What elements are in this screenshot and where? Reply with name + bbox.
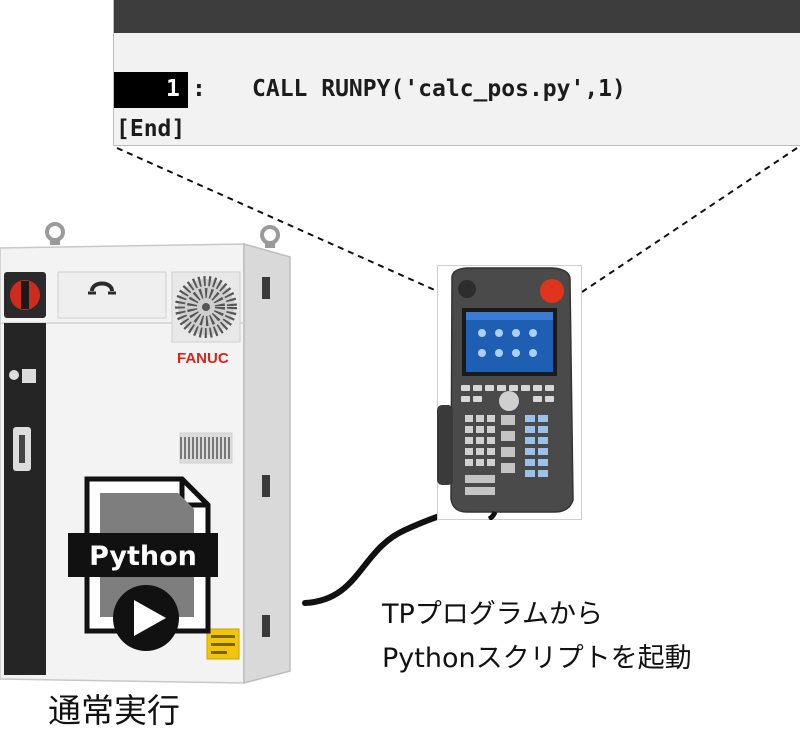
brand-logo: FANUC <box>177 350 229 367</box>
line-cursor <box>114 72 188 108</box>
program-line-number: 1 <box>166 76 180 102</box>
program-line-code: CALL RUNPY('calc_pos.py',1) <box>252 76 626 102</box>
title-bar <box>114 0 800 33</box>
disconnect-switch-icon <box>4 272 46 318</box>
lifting-eye-right-icon <box>260 225 280 248</box>
estop-button-icon <box>540 279 564 303</box>
python-label: Python <box>89 541 197 572</box>
python-label-box <box>68 533 218 577</box>
program-end-marker: [End] <box>116 116 186 142</box>
teach-pendant <box>437 265 582 520</box>
program-line-colon: : <box>192 76 206 102</box>
label-launch-python: Pythonスクリプトを起動 <box>382 643 692 674</box>
fan-grille-icon <box>171 271 241 343</box>
program-zoom-panel: 1 : CALL RUNPY('calc_pos.py',1) [End] <box>113 0 800 146</box>
label-tp-program: TPプログラムから <box>382 599 603 630</box>
lifting-eye-left-icon <box>45 222 65 245</box>
pendant-screen <box>466 312 553 372</box>
vent-grille-icon <box>179 432 233 464</box>
play-icon <box>113 585 179 651</box>
pendant-keypad <box>461 385 554 495</box>
label-normal-run: 通常実行 <box>48 691 180 730</box>
robot-controller: FANUC Python <box>0 222 291 684</box>
